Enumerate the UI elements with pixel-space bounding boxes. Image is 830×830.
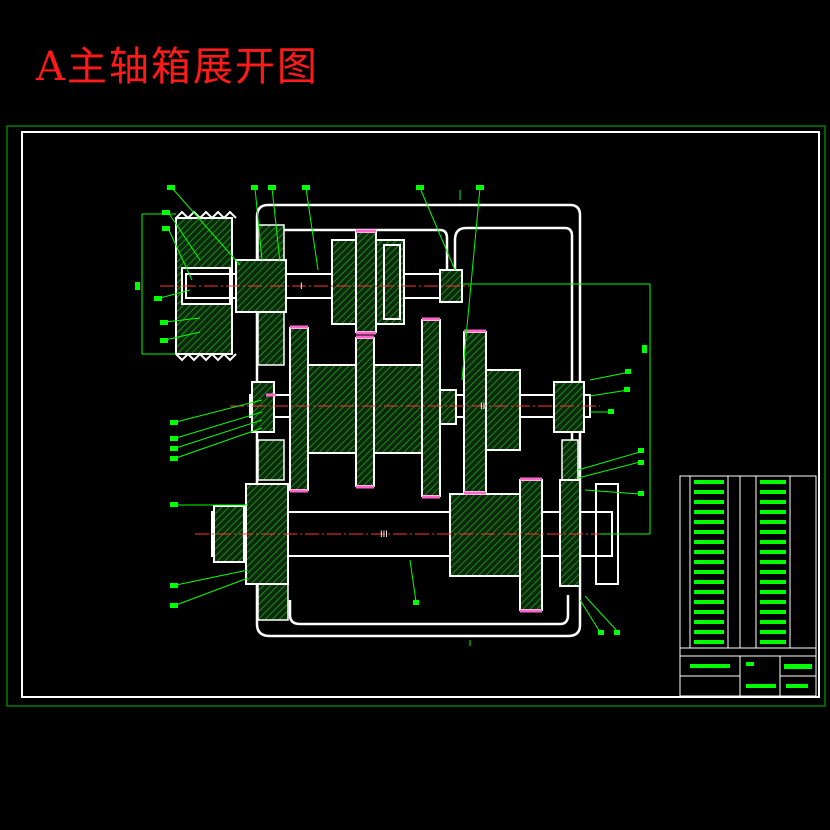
leader-lines <box>159 187 641 633</box>
shaft-label-II: II <box>480 402 485 412</box>
drawing-title: A主轴箱展开图 <box>36 44 319 90</box>
shaft-label-III: III <box>380 530 388 540</box>
parts-list-rows <box>690 480 812 688</box>
dimension-lines <box>141 190 651 646</box>
center-lines <box>160 285 625 535</box>
shaft-II-gear-cluster <box>289 319 521 497</box>
callout-marks <box>135 185 647 635</box>
housing-right-wall-section <box>561 439 579 481</box>
shaft-label-I: I <box>300 282 303 292</box>
parts-list-table <box>679 475 817 697</box>
gear-tip-markers <box>266 229 542 613</box>
outer-frame <box>6 125 826 707</box>
housing-left-wall-lower <box>257 439 285 481</box>
inner-frame <box>21 131 820 698</box>
shaft-I-gear-block <box>331 231 405 333</box>
